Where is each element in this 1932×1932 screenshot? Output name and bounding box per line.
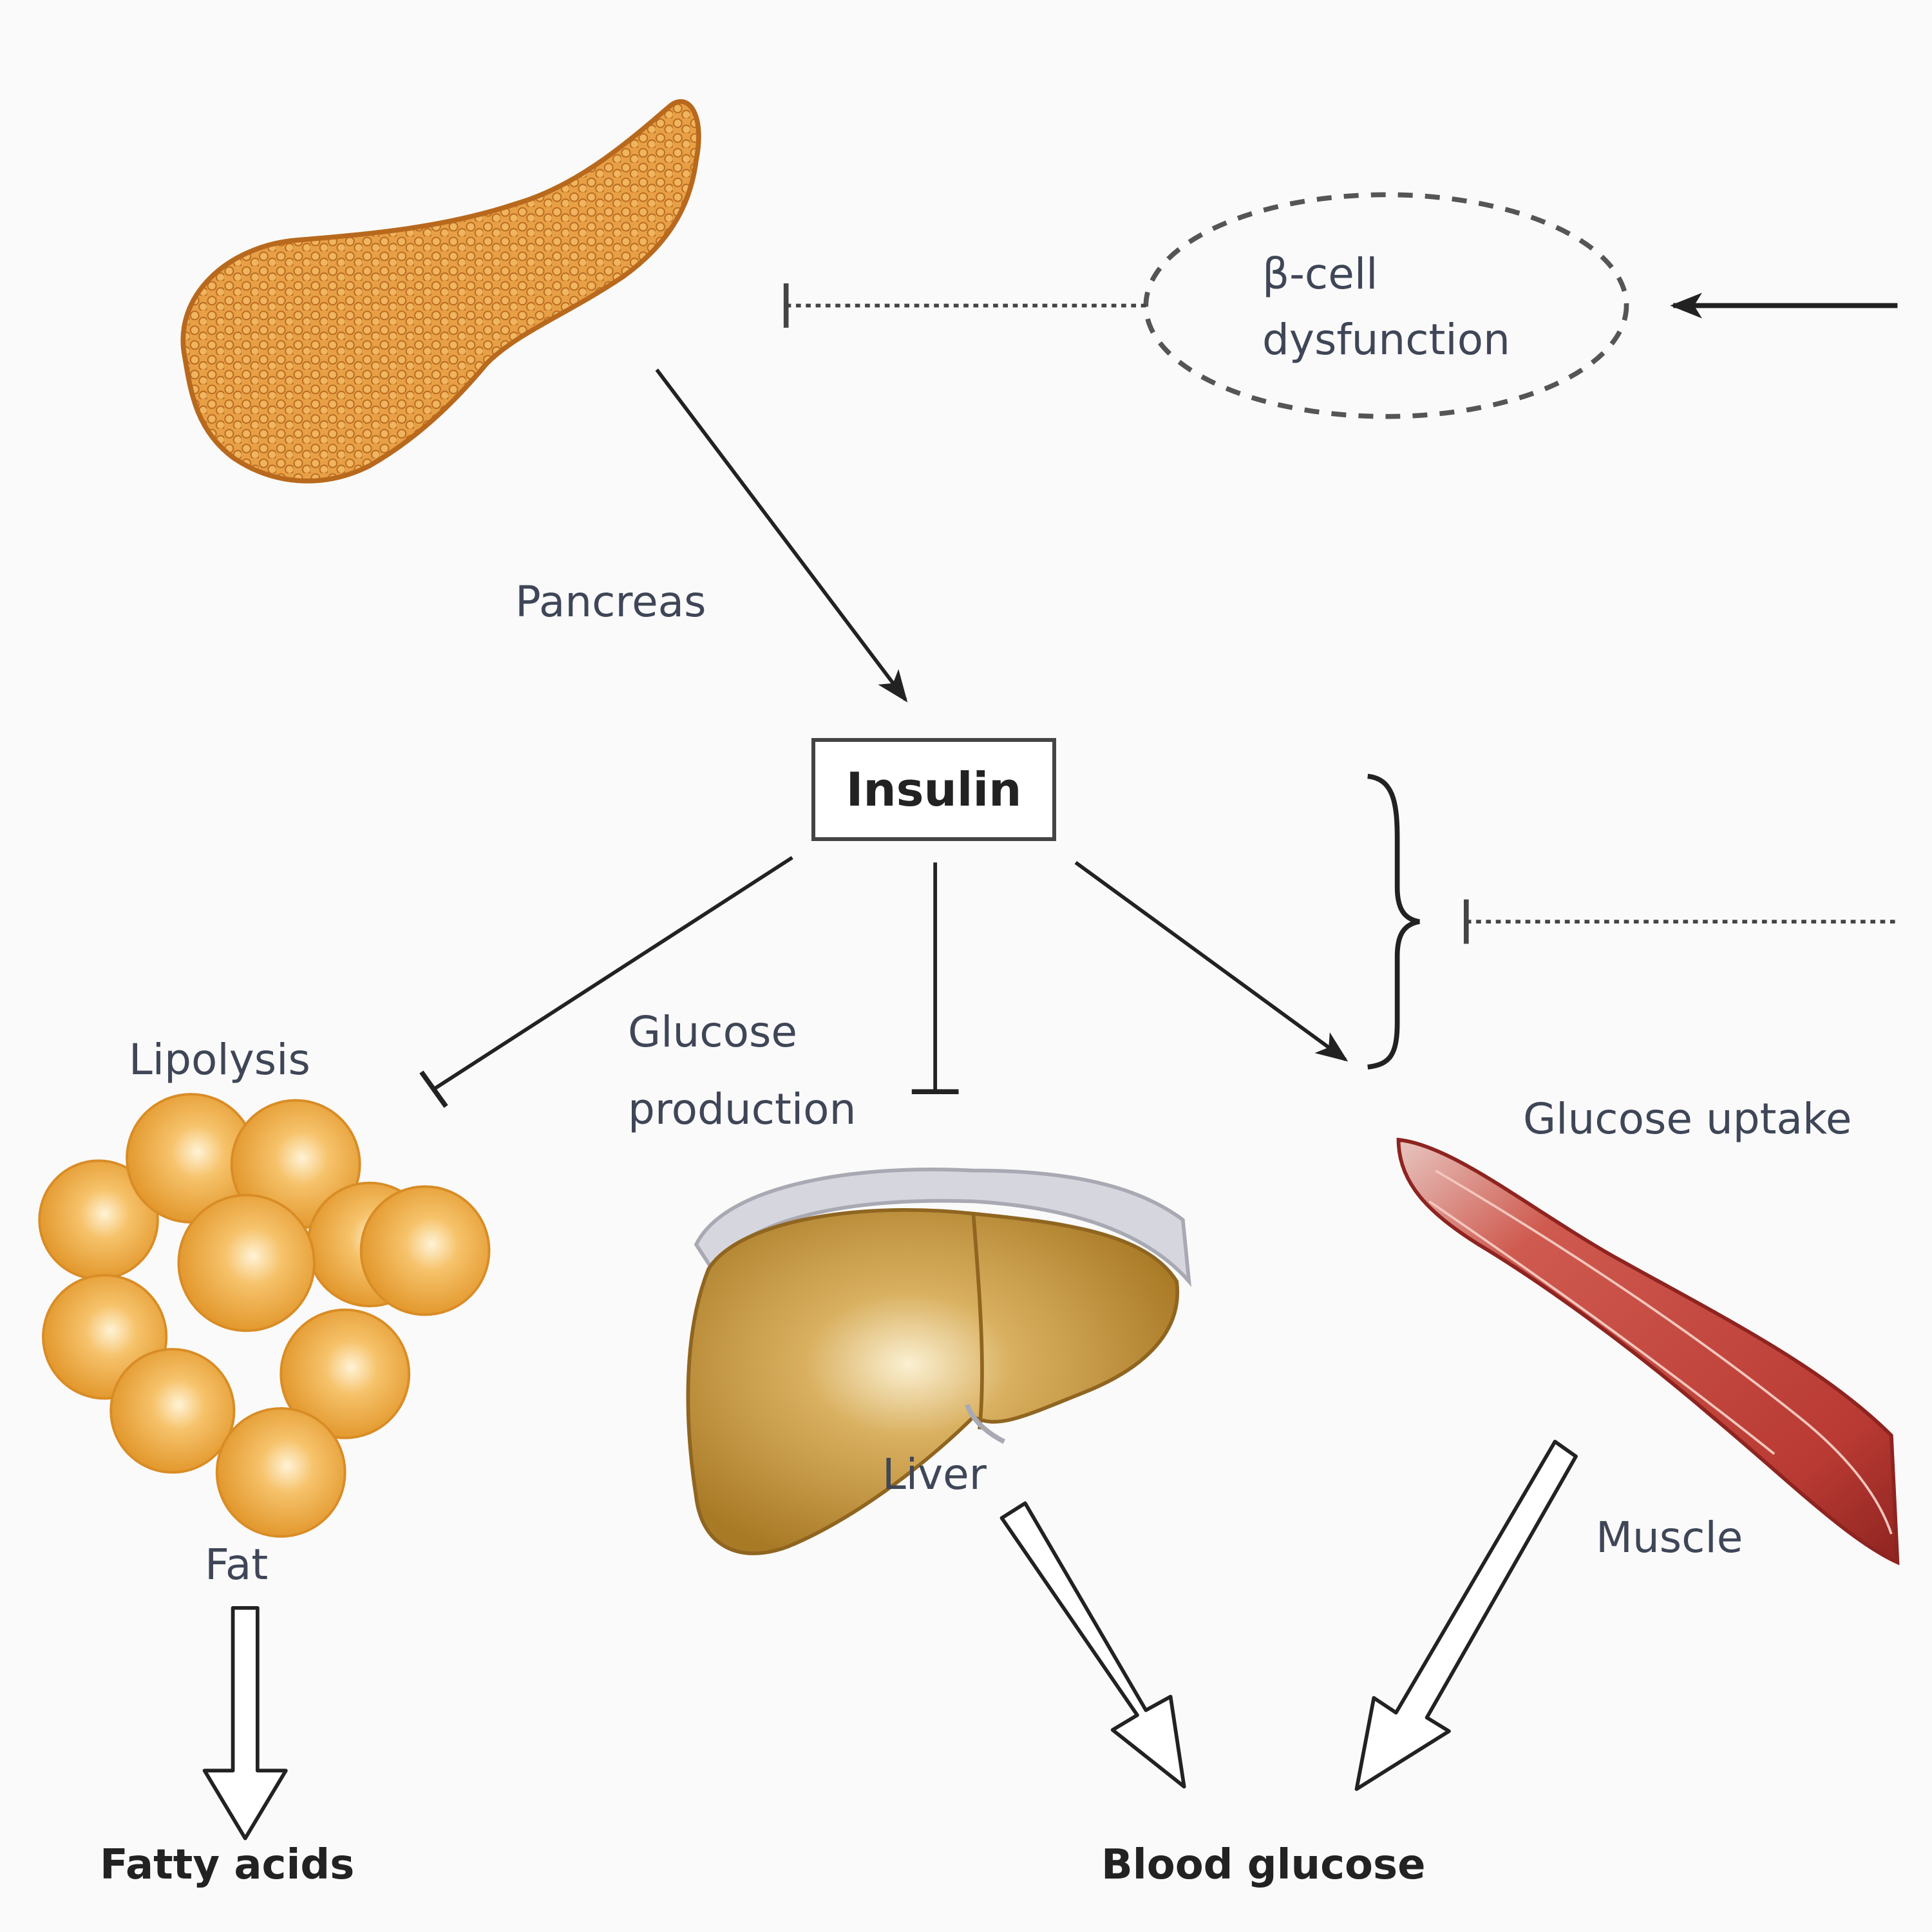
lipolysis-label: Lipolysis xyxy=(129,1035,310,1084)
fat-to-fatty-acids-arrow xyxy=(202,1605,288,1841)
insulin-inhibits-lipolysis xyxy=(419,856,793,1108)
muscle-label: Muscle xyxy=(1596,1513,1743,1562)
fat-label: Fat xyxy=(205,1540,269,1589)
glucose-production-label-line1: Glucose xyxy=(628,1007,797,1057)
glucose-production-label-line2: production xyxy=(628,1084,857,1134)
tissue-brace xyxy=(1367,773,1420,1070)
insulin-to-glucose-uptake-arrow xyxy=(1074,860,1349,1062)
brace-inhibition-line xyxy=(1463,899,1898,944)
beta-cell-label: β-cell xyxy=(1262,249,1378,299)
muscle-illustration xyxy=(1396,1137,1900,1566)
dysfunction-label: dysfunction xyxy=(1262,315,1510,365)
pancreas-to-insulin-arrow xyxy=(655,368,908,703)
insulin-node: Insulin xyxy=(811,738,1056,841)
pancreas-illustration xyxy=(180,99,701,484)
insulin-inhibits-glucose-production xyxy=(911,862,959,1094)
muscle-to-blood-glucose-arrow xyxy=(1354,1439,1578,1791)
glucose-uptake-label: Glucose uptake xyxy=(1523,1094,1852,1144)
liver-to-blood-glucose-arrow xyxy=(999,1501,1186,1789)
pancreas-label: Pancreas xyxy=(515,577,706,627)
beta-cell-inhibition-line xyxy=(783,283,1146,328)
beta-cell-dysfunction-ellipse xyxy=(1143,192,1629,419)
insulin-label: Insulin xyxy=(846,762,1022,817)
liver-illustration xyxy=(686,1168,1192,1555)
liver-label: Liver xyxy=(882,1450,987,1499)
fat-cells-illustration xyxy=(38,1093,491,1538)
blood-glucose-label: Blood glucose xyxy=(1101,1841,1426,1889)
fatty-acids-label: Fatty acids xyxy=(100,1841,355,1889)
